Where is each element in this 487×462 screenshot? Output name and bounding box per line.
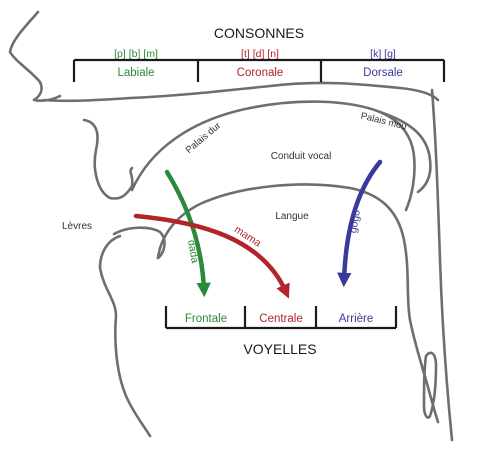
gogo-word-label: gogo xyxy=(347,209,363,234)
frontal-label: Frontale xyxy=(185,313,227,325)
dada-arrow xyxy=(167,172,204,290)
consonants-title: CONSONNES xyxy=(214,25,304,41)
hard-palate-label: Palais dur xyxy=(184,120,223,156)
lower-lip-line xyxy=(114,228,164,258)
labial-label: Labiale xyxy=(117,67,154,79)
dorsal-symbols: [k] [g] xyxy=(370,48,396,60)
upper-lip-line xyxy=(84,120,132,199)
central-label: Centrale xyxy=(259,313,302,325)
vowels-title: VOYELLES xyxy=(243,341,316,357)
back-label: Arrière xyxy=(339,313,374,325)
coronal-symbols: [t] [d] [n] xyxy=(241,48,279,60)
chin-line xyxy=(100,236,150,436)
vocal-tract-label: Conduit vocal xyxy=(271,151,332,162)
face-profile-line xyxy=(10,12,60,101)
coronal-label: Coronale xyxy=(237,67,284,79)
nasal-floor-line xyxy=(44,83,438,101)
labial-symbols: [p] [b] [m] xyxy=(114,48,158,60)
tongue-label: Langue xyxy=(275,211,309,222)
dorsal-label: Dorsale xyxy=(363,67,403,79)
lips-label: Lèvres xyxy=(62,221,92,232)
